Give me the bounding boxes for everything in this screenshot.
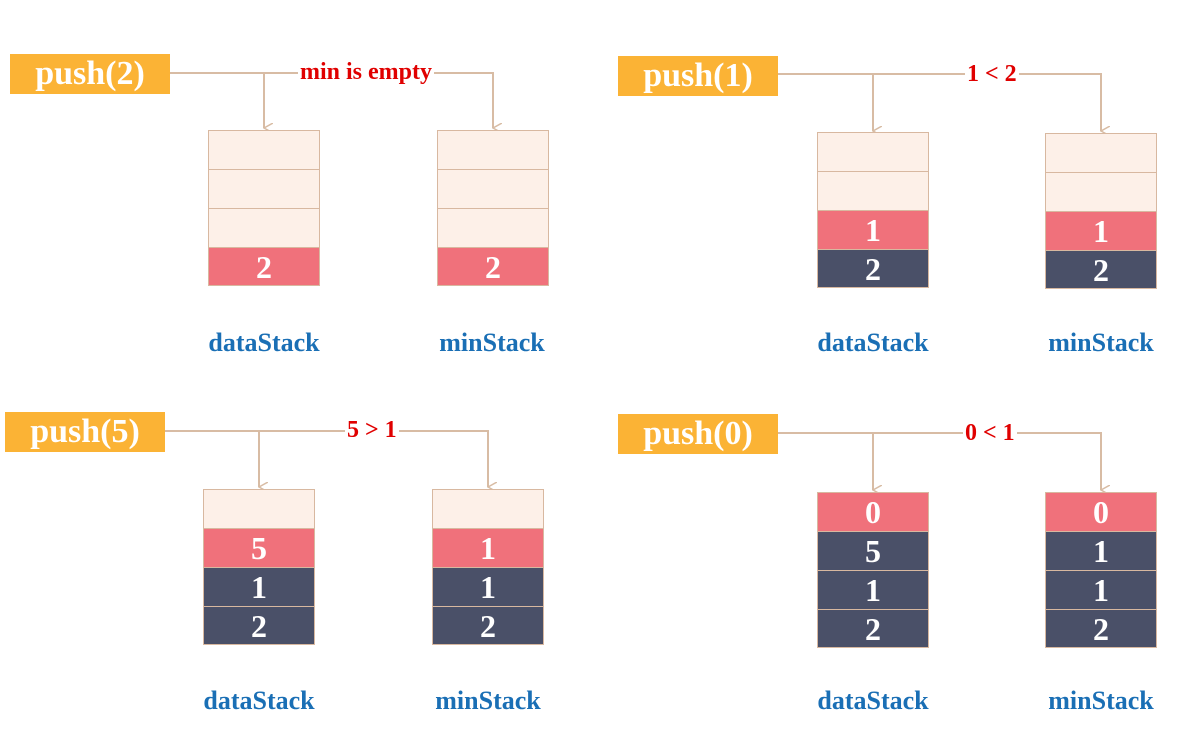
stack-slot: 0: [1045, 492, 1157, 531]
min-stack: 2: [437, 130, 549, 286]
stack-slot-empty: [1045, 133, 1157, 172]
stack-slot: 2: [437, 247, 549, 286]
operation-label: push(2): [10, 54, 170, 94]
comparison-label: 5 > 1: [345, 416, 399, 444]
stack-slot: 2: [817, 609, 929, 648]
stack-slot-empty: [817, 171, 929, 210]
arrow-to-minstack: [170, 72, 493, 128]
operation-label: push(0): [618, 414, 778, 454]
data-stack-label: dataStack: [817, 328, 929, 357]
stack-slot-empty: [203, 489, 315, 528]
stack-slot: 1: [817, 570, 929, 609]
data-stack-label: dataStack: [817, 686, 929, 715]
comparison-label: 1 < 2: [965, 60, 1019, 88]
stack-slot: 2: [208, 247, 320, 286]
panel-1-connectors: [170, 72, 493, 128]
panel-4-connectors: [778, 432, 1101, 490]
stack-slot-empty: [437, 169, 549, 208]
stack-slot-empty: [432, 489, 544, 528]
stack-slot-empty: [208, 208, 320, 247]
stack-slot: 1: [817, 210, 929, 249]
arrow-to-minstack: [778, 432, 1101, 490]
stack-slot: 2: [1045, 250, 1157, 289]
min-stack-label: minStack: [1048, 686, 1154, 715]
stack-slot: 1: [203, 567, 315, 606]
panel-3-connectors: [165, 430, 488, 487]
stack-slot-empty: [817, 132, 929, 171]
arrow-to-minstack: [165, 430, 488, 487]
stack-slot-empty: [1045, 172, 1157, 211]
min-stack-label: minStack: [435, 686, 541, 715]
stack-slot-empty: [208, 130, 320, 169]
stack-slot: 1: [1045, 570, 1157, 609]
stack-slot: 1: [432, 567, 544, 606]
operation-label: push(5): [5, 412, 165, 452]
stack-slot: 5: [203, 528, 315, 567]
data-stack-label: dataStack: [203, 686, 315, 715]
stack-slot-empty: [208, 169, 320, 208]
arrow-to-minstack: [778, 73, 1101, 131]
stack-slot-empty: [437, 208, 549, 247]
stack-slot: 2: [432, 606, 544, 645]
data-stack: 2: [208, 130, 320, 286]
stack-slot: 1: [432, 528, 544, 567]
stack-slot: 5: [817, 531, 929, 570]
stack-slot: 2: [1045, 609, 1157, 648]
operation-label: push(1): [618, 56, 778, 96]
panel-2-connectors: [778, 73, 1101, 131]
stack-slot: 2: [203, 606, 315, 645]
stack-slot: 0: [817, 492, 929, 531]
stack-slot: 2: [817, 249, 929, 288]
stack-slot-empty: [437, 130, 549, 169]
data-stack-label: dataStack: [208, 328, 320, 357]
stack-slot: 1: [1045, 531, 1157, 570]
comparison-label: 0 < 1: [963, 419, 1017, 447]
comparison-label: min is empty: [298, 58, 434, 86]
min-stack-label: minStack: [439, 328, 545, 357]
stack-slot: 1: [1045, 211, 1157, 250]
min-stack-label: minStack: [1048, 328, 1154, 357]
